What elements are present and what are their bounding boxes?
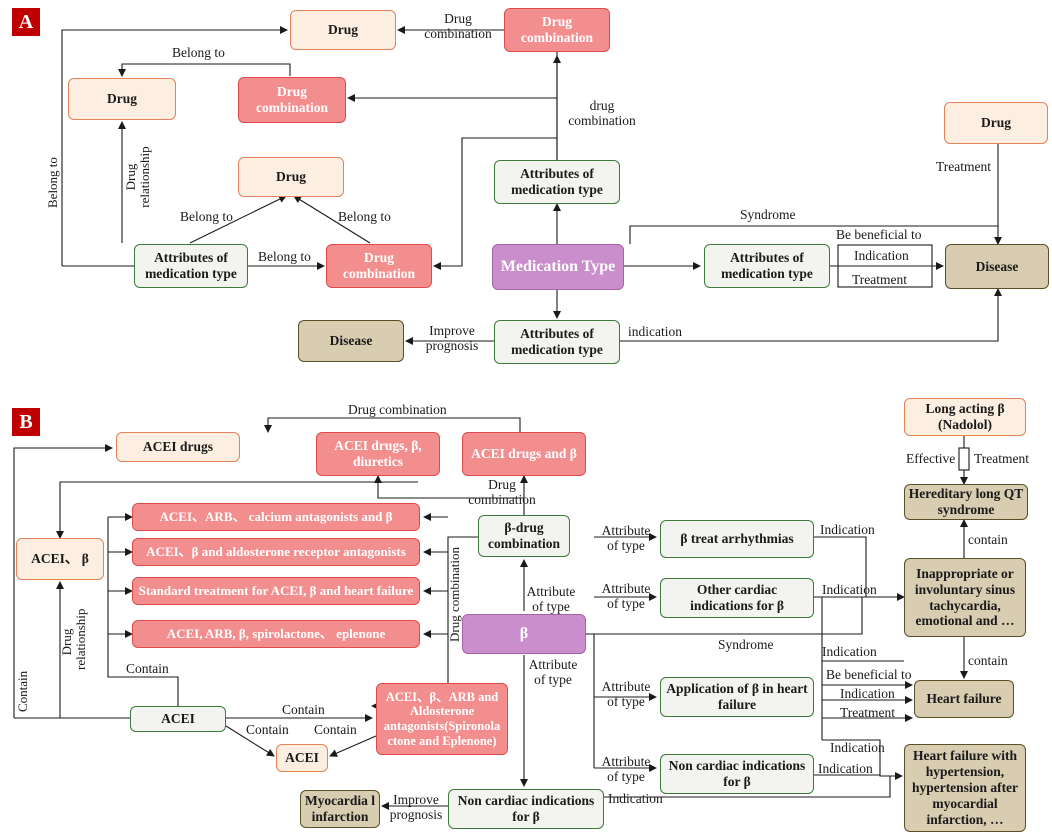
label-treatment-top: Treatment xyxy=(936,159,991,174)
node-beta-treat-arrhythmias: β treat arrhythmias xyxy=(660,520,814,558)
node-combo-spirolactone: ACEI, ARB, β, spirolactone、 eplenone xyxy=(132,620,420,648)
node-acei-bottom: ACEI xyxy=(130,706,226,732)
label-belong-to-bottom: Belong to xyxy=(258,249,311,264)
label-improve-prognosis: Improve prognosis xyxy=(425,323,479,353)
node-attributes-left: Attributes of medication type xyxy=(134,244,248,288)
node-non-cardiac-bottom: Non cardiac indications for β xyxy=(448,789,604,829)
node-acei-beta: ACEI、 β xyxy=(16,538,104,580)
node-acei-drugs-beta: ACEI drugs and β xyxy=(462,432,586,476)
node-acei-small: ACEI xyxy=(276,744,328,772)
node-myocardial-infarction: Myocardia l infarction xyxy=(300,790,380,828)
label-contain-1: Contain xyxy=(126,661,169,676)
label-contain-left: Contain xyxy=(15,670,30,712)
node-drug-center: Drug xyxy=(238,157,344,197)
label-indication-1: Indication xyxy=(820,522,875,537)
label-syndrome: Syndrome xyxy=(718,637,774,652)
label-contain-4: Contain xyxy=(314,722,357,737)
node-attributes-bottom: Attributes of medication type xyxy=(494,320,620,364)
label-belong-to-left: Belong to xyxy=(180,209,233,224)
label-indication-2: Indication xyxy=(822,582,877,597)
node-long-acting-beta: Long acting β (Nadolol) xyxy=(904,398,1026,436)
label-improve-prognosis: Improve prognosis xyxy=(389,792,443,822)
node-inappropriate-tachycardia: Inappropriate or involuntary sinus tachy… xyxy=(904,558,1026,637)
node-drug-top: Drug xyxy=(290,10,396,50)
label-indication-6: Indication xyxy=(818,761,873,776)
panel-label-b: B xyxy=(12,408,40,436)
node-medication-type: Medication Type xyxy=(492,244,624,290)
label-drug-combination-mid: Drug combination xyxy=(468,477,536,507)
label-contain-heart-failure: contain xyxy=(968,653,1008,668)
label-drug-combination-top: Drug combination xyxy=(348,402,447,417)
node-drug-combination-left: Drug combination xyxy=(326,244,432,288)
label-drug-relationship: Drug relationship xyxy=(59,608,89,670)
label-attribute-type-2: Attribute of type xyxy=(601,581,651,611)
node-other-cardiac-indications: Other cardiac indications for β xyxy=(660,578,814,618)
label-attribute-type-3: Attribute of type xyxy=(601,679,651,709)
node-heart-failure: Heart failure xyxy=(914,680,1014,718)
node-drug-left: Drug xyxy=(68,78,176,120)
label-indication-box: Indication xyxy=(854,248,909,263)
label-indication-5: Indication xyxy=(830,740,885,755)
label-attribute-type-1: Attribute of type xyxy=(601,523,651,553)
label-be-beneficial-to: Be beneficial to xyxy=(836,227,922,242)
node-drug-combination-mid: Drug combination xyxy=(238,77,346,123)
label-belong-to-right: Belong to xyxy=(338,209,391,224)
label-attribute-type-4: Attribute of type xyxy=(601,754,651,784)
label-treatment-top: Treatment xyxy=(974,451,1029,466)
label-indication-bottom: indication xyxy=(628,324,682,339)
label-contain-top: contain xyxy=(968,532,1008,547)
node-acei-beta-diuretics: ACEI drugs, β, diuretics xyxy=(316,432,440,476)
node-combo-standard-treatment: Standard treatment for ACEI, β and heart… xyxy=(132,577,420,605)
node-application-heart-failure: Application of β in heart failure xyxy=(660,677,814,717)
node-combo-calcium-antagonists: ACEI、ARB、 calcium antagonists and β xyxy=(132,503,420,531)
label-drug-combination-mid: drug combination xyxy=(568,98,636,128)
label-belong-to-top: Belong to xyxy=(172,45,225,60)
panel-label-a: A xyxy=(12,8,40,36)
label-effective: Effective xyxy=(906,451,956,466)
node-beta-drug-combination: β-drug combination xyxy=(478,515,570,557)
node-beta: β xyxy=(462,614,586,654)
label-contain-2: Contain xyxy=(282,702,325,717)
node-heart-failure-hypertension: Heart failure with hypertension, hyperte… xyxy=(904,744,1026,832)
node-combo-aldosterone-antagonists: ACEI、β and aldosterone receptor antagoni… xyxy=(132,538,420,566)
label-belong-to-vertical: Belong to xyxy=(45,157,60,208)
node-drug-right: Drug xyxy=(944,102,1048,144)
label-attribute-type-down: Attribute of type xyxy=(528,657,578,687)
node-non-cardiac-right: Non cardiac indications for β xyxy=(660,754,814,794)
node-hereditary-long-qt: Hereditary long QT syndrome xyxy=(904,484,1028,520)
node-disease-right: Disease xyxy=(945,244,1049,289)
label-drug-relationship: Drug relationship xyxy=(123,146,153,208)
label-syndrome: Syndrome xyxy=(740,207,796,222)
node-attributes-center-top: Attributes of medication type xyxy=(494,160,620,204)
label-contain-3: Contain xyxy=(246,722,289,737)
node-acei-beta-arb-aldosterone: ACEI、β、ARB and Aldosterone antagonists(S… xyxy=(376,683,508,755)
label-treatment: Treatment xyxy=(840,705,895,720)
label-indication-bottom: Indication xyxy=(608,791,663,806)
label-attribute-type-up: Attribute of type xyxy=(526,584,576,614)
label-treatment-box: Treatment xyxy=(852,272,907,287)
node-disease-left: Disease xyxy=(298,320,404,362)
label-indication-3: Indication xyxy=(822,644,877,659)
label-be-beneficial-to: Be beneficial to xyxy=(826,667,912,682)
label-drug-combination-top: Drug combination xyxy=(424,11,492,41)
node-drug-combination-top: Drug combination xyxy=(504,8,610,52)
node-acei-drugs: ACEI drugs xyxy=(116,432,240,462)
node-attributes-right: Attributes of medication type xyxy=(704,244,830,288)
label-drug-combination-vertical: Drug combination xyxy=(447,547,462,642)
label-indication-4: Indication xyxy=(840,686,895,701)
